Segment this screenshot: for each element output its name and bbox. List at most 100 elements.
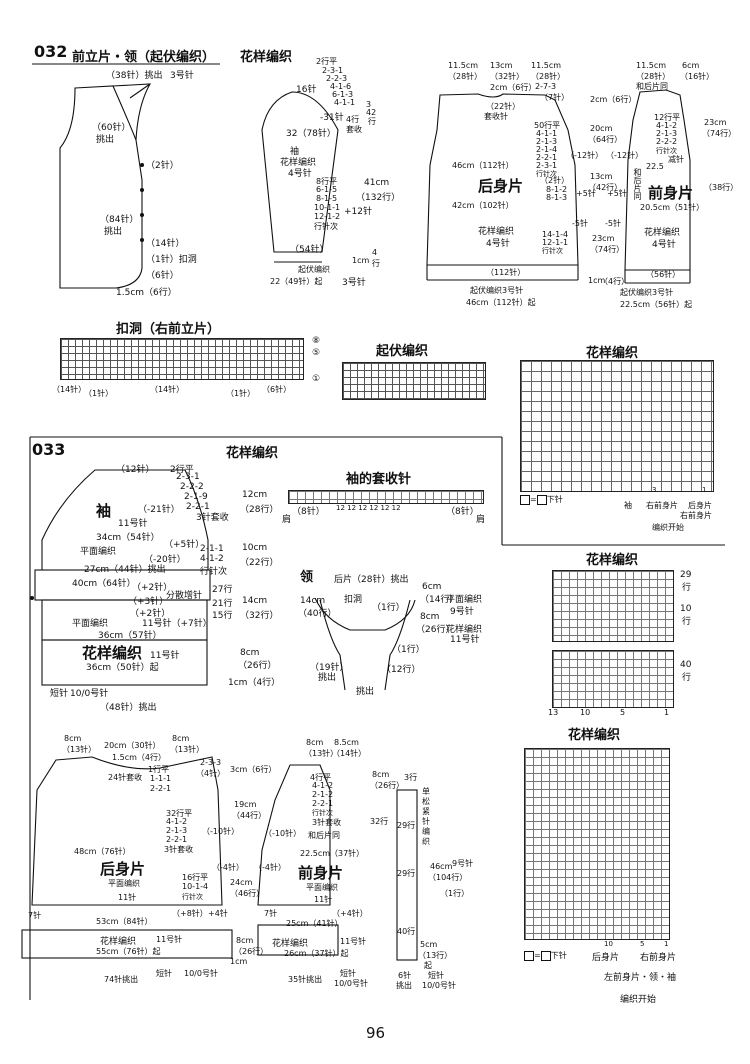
label: 4 [372,248,378,257]
label: （22行） [240,558,279,568]
label: 13cm [490,61,513,70]
label: 8cm [240,648,260,658]
label: （22针） [486,102,521,111]
label: 2-3-3 [200,758,222,767]
buttonhole-title: 扣洞（右前立片） [116,322,221,337]
label: +4针 [208,909,228,918]
label: ① [312,374,321,384]
label: 针 [422,817,430,826]
label: 11号针（+7针） [142,619,212,629]
label: 32行平 [166,809,193,818]
label: （14针） [332,749,367,758]
label: 2-2-1 [536,153,558,162]
label: 1cm [230,957,248,966]
page-number: 96 [366,1024,386,1042]
label: （14针） [52,385,87,394]
label: 平面编织 [446,595,483,605]
label: 40行 [397,927,416,936]
label: 织 [422,837,430,846]
label: 前身片 [648,184,694,202]
label: 8cm [172,734,190,743]
label: 1cm [588,276,606,285]
label: 领 [300,570,314,585]
label: （64行） [588,135,623,144]
label: （38行） [704,183,739,192]
label: 3针套收 [164,845,194,854]
label: 1 [702,486,707,494]
label: 4-1-2 [656,121,678,130]
label: 10/0号针 [334,979,368,988]
label: （12行） [382,665,421,675]
label: （28行） [240,505,279,515]
label: 4-1-2 [166,817,188,826]
label: （-10针） [264,829,302,838]
label: 4行 [346,115,360,124]
label: 肩 [476,515,486,525]
label: （26行） [238,661,277,671]
label: （13针） [304,749,339,758]
label: （40行） [298,609,337,619]
label: （7针） [540,93,570,102]
label: 14-1-4 [542,230,569,239]
label: 下针 [546,495,563,504]
label: 4号针 [288,169,312,179]
label: 1cm（4行） [228,678,281,688]
label: 起伏编织3号针 [620,288,674,297]
label: 1行平 [148,765,170,774]
label: 23cm [704,118,727,127]
label: 2行平 [170,465,194,475]
label: 46cm（112针） [452,161,514,170]
label: （26行） [370,781,405,790]
label: 15行 [212,611,233,621]
label: 行 [372,259,380,268]
label: （104行） [428,873,468,882]
label: （4行） [600,277,630,286]
label: 套收 [346,125,362,134]
label: （48针）挑出 [100,703,157,713]
label: 花样编织 [446,625,483,635]
label: 24cm [230,878,253,887]
label: （14针） [150,385,185,394]
label: 后片（28针）挑出 [334,575,409,585]
label: 9号针 [450,607,474,617]
label: 2cm（6行） [590,95,637,104]
label: 46cm（112针）起 [466,298,536,307]
label: 19cm [234,800,257,809]
label: 2-2-1 [186,502,210,512]
label: 花样编织 [644,228,681,238]
label: 4号针 [486,239,510,249]
label: （1针）扣洞 [146,255,197,265]
label: 8-1-2 [546,185,568,194]
label: 平面编织 [306,883,338,892]
pattern-chart-032 [520,360,714,492]
label: 短针 [50,689,69,699]
label: 后身片 [478,177,524,195]
label: 行 [368,117,376,126]
label: 11.5cm [448,61,479,70]
label: （32针） [490,72,525,81]
label: 2-3-1 [176,472,200,482]
label: 7针 [264,909,278,918]
label: 1cm [352,256,370,265]
label: ⑧ [312,336,321,346]
label: 36cm（50针）起 [86,663,159,673]
label: （-21针） [138,505,180,515]
label: （42行） [588,183,623,192]
label: 袖 [290,147,300,157]
label: （-12针） [566,151,604,160]
label: 行针次 [312,809,333,817]
label: 13cm [590,172,613,181]
legend-one-box [536,494,547,505]
label: 2-1-3 [656,129,678,138]
label: 后身片 [688,501,712,510]
label: 8cm [236,936,254,945]
label: +5针 [607,189,627,198]
label: 行针次 [542,247,563,255]
label: （+3针） [128,597,169,607]
label: 肩 [282,515,292,525]
label: （13针） [170,745,205,754]
label: 紧 [422,807,430,816]
label: 8cm [64,734,82,743]
label: 2-2-2 [656,137,678,146]
label: （60针） [92,123,131,133]
